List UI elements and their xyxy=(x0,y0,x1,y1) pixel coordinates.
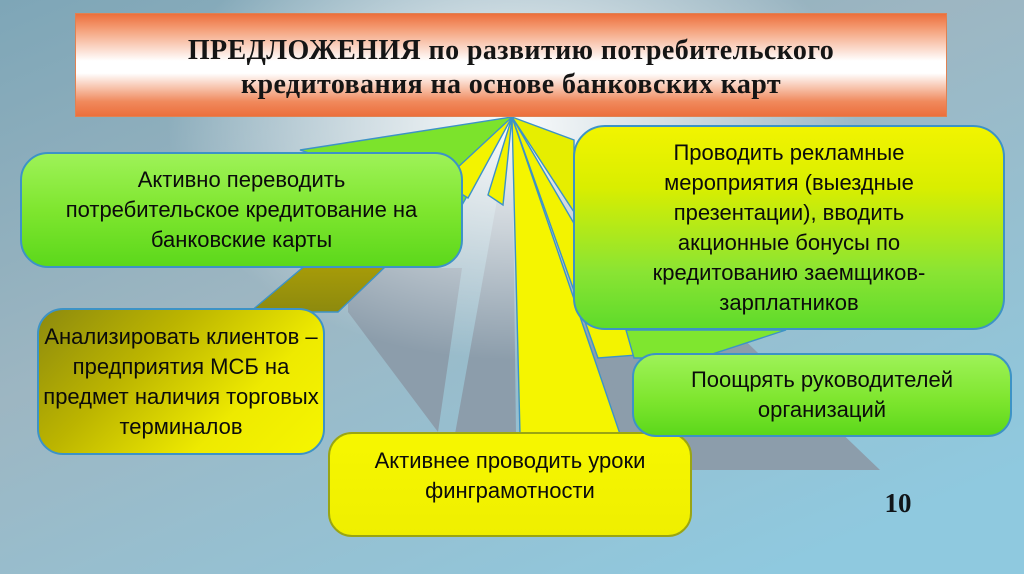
bubble-text: Активнее проводить уроки финграмотности xyxy=(374,448,646,503)
bubble-analyze-msb-clients: Анализировать клиентов – предприятия МСБ… xyxy=(37,308,325,455)
slide-title: ПРЕДЛОЖЕНИЯ по развитию потребительского… xyxy=(187,35,835,100)
slide-title-banner: ПРЕДЛОЖЕНИЯ по развитию потребительского… xyxy=(75,13,947,117)
bubble-promo-events-bonuses: Проводить рекламные мероприятия (выездны… xyxy=(573,125,1005,330)
bubble-text: Поощрять руководителей организаций xyxy=(690,367,954,422)
ray-small-b xyxy=(487,116,513,207)
bubble-financial-literacy-lessons: Активнее проводить уроки финграмотности xyxy=(328,432,692,537)
bubble-transfer-credit-to-cards: Активно переводить потребительское креди… xyxy=(20,152,463,268)
page-number: 10 xyxy=(884,488,912,518)
bubble-text: Активно переводить потребительское креди… xyxy=(65,167,418,252)
bubble-encourage-org-leaders: Поощрять руководителей организаций xyxy=(632,353,1012,437)
bubble-text: Анализировать клиентов – предприятия МСБ… xyxy=(43,323,319,439)
bubble-text: Проводить рекламные мероприятия (выездны… xyxy=(652,139,926,315)
